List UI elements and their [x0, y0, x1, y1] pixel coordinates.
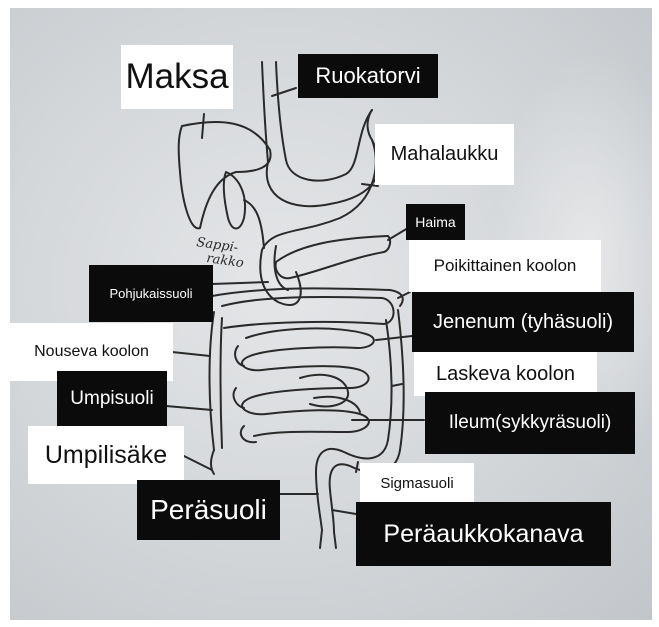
label-maksa: Maksa	[121, 45, 233, 109]
label-umpisuoli: Umpisuoli	[57, 371, 167, 426]
label-sigmasuoli: Sigmasuoli	[360, 463, 474, 503]
label-jenenum: Jenenum (tyhäsuoli)	[412, 292, 634, 352]
gallbladder-outline	[224, 172, 245, 229]
small-intestine-outline	[234, 346, 256, 442]
label-ileum: Ileum(sykkyräsuoli)	[425, 392, 635, 454]
leader-line	[388, 228, 408, 240]
leader-line	[356, 462, 358, 472]
leader-line	[392, 384, 402, 386]
label-peraaukkokanava: Peräaukkokanava	[356, 502, 611, 566]
leader-line	[272, 88, 296, 96]
label-haima: Haima	[406, 204, 465, 240]
ascending-colon-outline	[210, 312, 215, 450]
label-perasuoli: Peräsuoli	[137, 480, 280, 540]
leader-line	[332, 510, 356, 514]
leader-line	[166, 406, 212, 410]
leader-line	[212, 282, 268, 284]
transverse-colon-outline	[222, 297, 394, 328]
label-umpilisake: Umpilisäke	[28, 426, 184, 484]
anal-canal-outline	[320, 530, 336, 548]
ascending-colon-outline	[221, 318, 223, 448]
stomach-outline	[267, 110, 379, 206]
leader-line	[172, 352, 210, 356]
label-laskeva-koolon: Laskeva koolon	[414, 352, 597, 396]
leader-line	[376, 336, 412, 340]
leader-line	[184, 456, 212, 470]
label-ruokatorvi: Ruokatorvi	[298, 54, 438, 98]
esophagus-outline	[276, 62, 286, 160]
descending-colon-outline	[398, 310, 404, 450]
ileum-outline	[300, 375, 348, 407]
label-mahalaukku: Mahalaukku	[375, 124, 514, 185]
bile-duct-outline	[244, 200, 264, 248]
label-poikittainen-koolon: Poikittainen koolon	[409, 240, 601, 292]
stomach-outline	[286, 110, 372, 181]
liver-outline	[202, 114, 204, 138]
label-pohjukaissuoli: Pohjukaissuoli	[89, 265, 213, 322]
pancreas-outline	[276, 236, 390, 278]
